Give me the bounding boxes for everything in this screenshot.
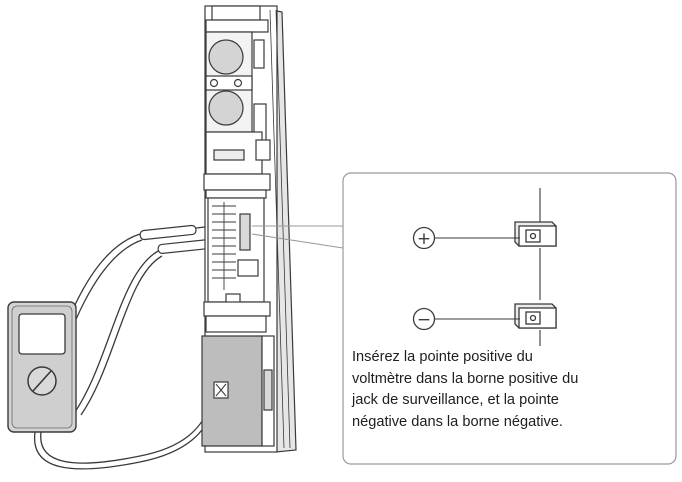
negative-symbol-circle xyxy=(412,307,436,331)
lower-lens xyxy=(208,90,244,126)
meter-lower-cable-inner xyxy=(40,409,210,464)
caption-line: Insérez la pointe positive du xyxy=(352,349,533,365)
callout-leader-lines xyxy=(251,225,344,249)
meter-lower-cable xyxy=(33,409,215,470)
positive-terminal xyxy=(514,221,557,247)
negative-probe-tip xyxy=(157,238,213,254)
caption-line: jack de surveillance, et la pointe xyxy=(352,392,559,408)
voltmeter-display xyxy=(18,313,66,355)
positive-symbol-circle xyxy=(412,226,436,250)
terminal-cover xyxy=(201,335,263,447)
positive-probe-tip xyxy=(139,224,197,241)
monitoring-jack-detail xyxy=(412,188,557,346)
negative-probe-cable-inner xyxy=(80,255,163,416)
negative-symbol: − xyxy=(417,310,431,330)
voltmeter xyxy=(7,301,77,433)
monitoring-jack xyxy=(239,213,251,251)
instruction-caption: Insérez la pointe positive du voltmètre … xyxy=(352,347,674,433)
detector-device xyxy=(201,5,297,453)
positive-symbol: + xyxy=(417,229,431,249)
caption-line: négative dans la borne négative. xyxy=(352,413,563,430)
board-pins xyxy=(212,202,236,290)
upper-lens xyxy=(208,39,244,75)
negative-probe-cable xyxy=(74,249,161,413)
negative-terminal xyxy=(514,303,557,329)
caption-line: voltmètre dans la borne positive du xyxy=(352,370,579,387)
